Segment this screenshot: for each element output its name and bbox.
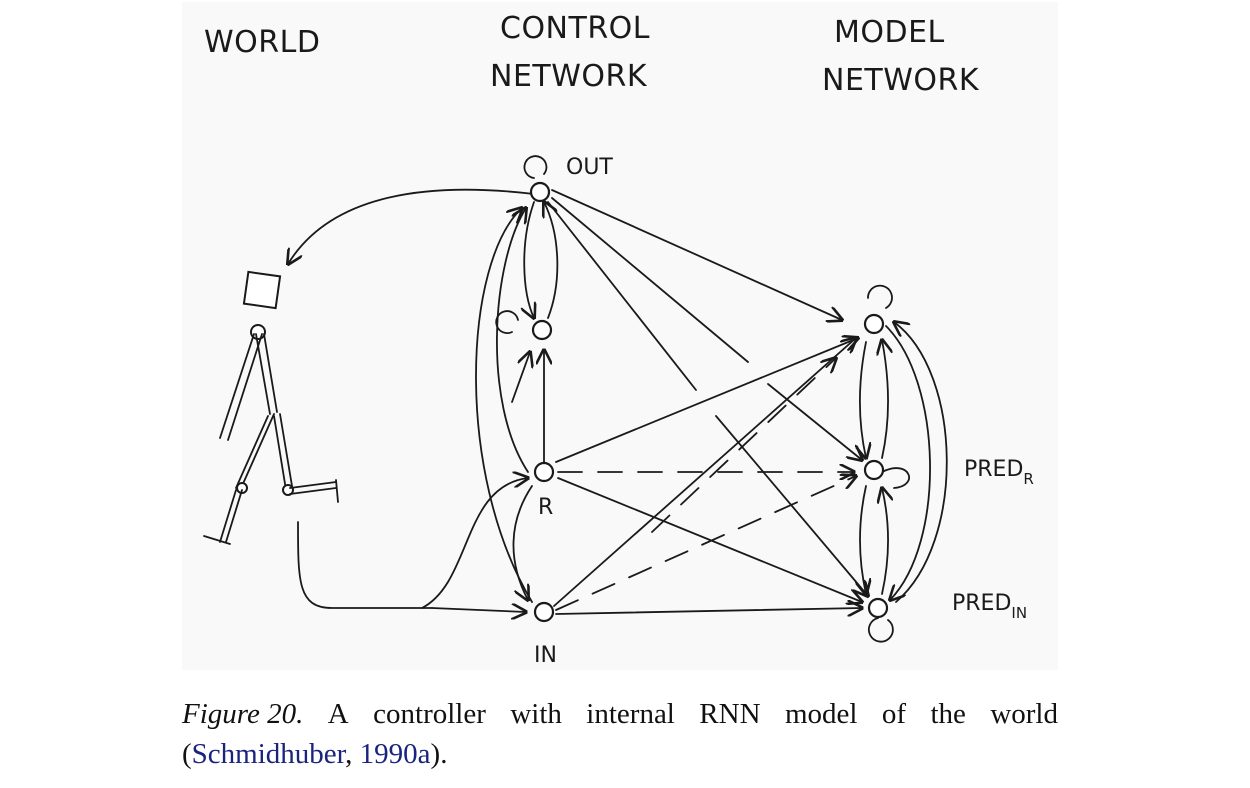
caption-word: controller: [373, 698, 486, 730]
edge-r-to-out: [496, 208, 529, 473]
edge-in-to-out: [475, 208, 533, 603]
pred-r-label: PREDR: [964, 457, 1034, 488]
self-loop-model-top: [867, 284, 893, 309]
edge-world-to-r: [421, 478, 528, 609]
edge-model-top-to-pred-in: [885, 325, 931, 600]
node-model-top: [863, 313, 885, 335]
self-loop-hidden: [495, 310, 519, 334]
node-r: [533, 461, 555, 483]
edge-out-to-pred-in-partial: [547, 201, 697, 391]
world-label: WORLD: [204, 25, 320, 60]
walking-robot-icon: [203, 270, 339, 545]
citation-author-link[interactable]: Schmidhuber: [191, 738, 346, 770]
edge-dashed-to-model-top: [651, 358, 836, 533]
node-in: [533, 601, 555, 623]
edge-out-to-model-top: [551, 189, 842, 320]
edge-r-to-pred-in: [557, 477, 862, 602]
node-in-label: IN: [534, 643, 557, 668]
caption-line-2: (Schmidhuber, 1990a).: [182, 734, 1058, 774]
edge-r-to-in: [512, 485, 533, 600]
model-network-label-line1: MODEL: [834, 15, 945, 50]
caption-open-paren: (: [182, 738, 192, 770]
caption-word: world: [990, 698, 1058, 730]
caption-word: internal: [586, 698, 675, 730]
edge-out-to-world: [288, 188, 535, 264]
self-loop-pred-r: [881, 467, 910, 489]
edge-r-to-hidden-2: [511, 352, 530, 403]
edge-out-to-pred-in: [715, 415, 868, 596]
edge-world-sensor: [297, 521, 433, 609]
edge-pred-r-to-pred-in: [860, 485, 866, 594]
edge-out-to-pred-r: [767, 383, 862, 460]
edge-pred-in-to-model-top: [894, 322, 948, 603]
node-out: [529, 181, 551, 203]
node-pred-r: [863, 459, 885, 481]
edge-in-to-pred-r: [555, 476, 856, 611]
caption-word: model: [784, 698, 858, 730]
caption-word: the: [930, 698, 966, 730]
edge-hidden-to-out: [544, 202, 559, 319]
caption-word: A: [327, 698, 349, 730]
edge-out-to-pred-r-partial: [551, 197, 749, 363]
node-r-label: R: [538, 495, 553, 520]
pred-in-label: PREDIN: [952, 591, 1027, 622]
caption-figure-label: Figure 20.: [182, 698, 304, 730]
caption-line-1: Figure 20. A controller with internal RN…: [182, 694, 1058, 734]
caption-word: RNN: [699, 698, 761, 730]
edge-in-to-model-top: [553, 338, 856, 607]
edge-out-to-hidden: [524, 201, 534, 318]
edge-pred-r-to-model-top: [882, 340, 888, 459]
node-hidden: [531, 319, 553, 341]
figure-panel: WORLD CONTROL NETWORK MODEL NETWORK: [182, 2, 1058, 670]
citation-separator: ,: [345, 738, 360, 770]
edge-r-to-model-top: [555, 338, 858, 463]
model-network-label-line2: NETWORK: [822, 63, 980, 98]
citation-year-link[interactable]: 1990a: [359, 738, 431, 770]
edge-in-to-pred-in: [555, 608, 862, 614]
edge-model-top-to-pred-r: [860, 341, 866, 458]
caption-close: ).: [430, 738, 448, 770]
edge-pred-in-to-pred-r: [882, 488, 888, 595]
caption-word: of: [881, 698, 907, 730]
node-pred-in: [867, 597, 889, 619]
caption-word: with: [510, 698, 562, 730]
node-out-label: OUT: [566, 155, 613, 180]
rnn-controller-diagram: WORLD CONTROL NETWORK MODEL NETWORK: [203, 11, 1034, 668]
figure-caption: Figure 20. A controller with internal RN…: [182, 694, 1058, 774]
control-network-label-line1: CONTROL: [500, 11, 650, 46]
control-network-label-line2: NETWORK: [490, 59, 648, 94]
self-loop-pred-in: [868, 617, 894, 643]
edge-world-to-in: [431, 608, 526, 612]
self-loop-out: [523, 155, 548, 179]
